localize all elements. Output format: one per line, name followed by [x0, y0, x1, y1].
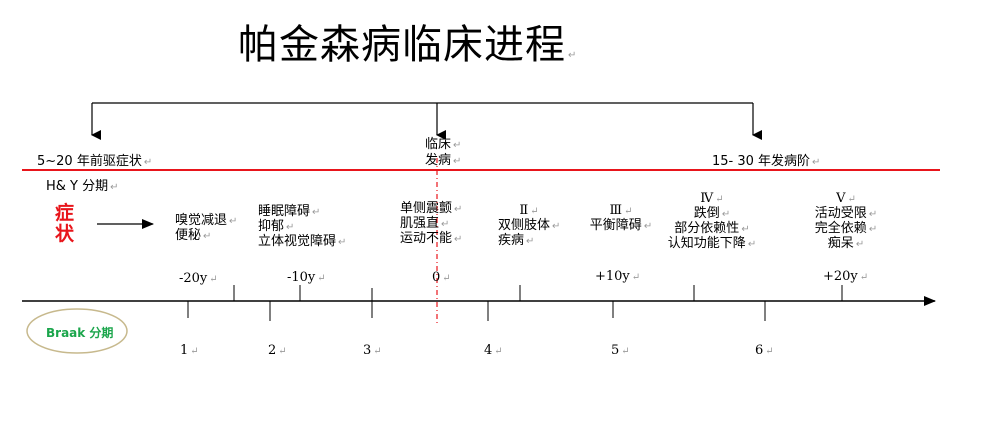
braak-stage-number: 4↵ [484, 343, 503, 358]
symptom-group-prodromal-early: 嗅觉减退↵ 便秘↵ [175, 213, 238, 243]
time-tick-label: -20y↵ [179, 271, 218, 286]
symptom-group-stage-1: 单侧震颤↵ 肌强直↵ 运动不能↵ [400, 201, 463, 246]
symptom-group-stage-5: Ⅴ↵ 活动受限↵ 完全依赖↵ 痴呆↵ [814, 191, 878, 251]
braak-stage-number: 2↵ [268, 343, 287, 358]
symptom-group-stage-3: Ⅲ↵ 平衡障碍↵ [589, 203, 653, 233]
prodromal-phase-label: 5~20 年前驱症状↵ [37, 154, 153, 169]
symptom-group-stage-4: Ⅳ↵ 跌倒↵ 部分依赖性↵ 认知功能下降↵ [667, 191, 757, 251]
clinical-onset-label: 临床↵ 发病↵ [425, 137, 462, 168]
symptom-group-stage-2: Ⅱ↵ 双侧肢体↵ 疾病↵ [498, 203, 561, 248]
symptom-label: 症 状 [55, 202, 75, 245]
time-tick-label: -10y↵ [287, 270, 326, 285]
hy-stage-label: H& Y 分期↵ [46, 179, 119, 194]
time-tick-label: +20y↵ [823, 269, 869, 284]
braak-stage-number: 6↵ [755, 343, 774, 358]
braak-stage-number: 3↵ [363, 343, 382, 358]
time-tick-label: +10y↵ [595, 269, 641, 284]
braak-ellipse [26, 308, 128, 354]
disease-phase-label: 15- 30 年发病阶↵ [712, 154, 821, 169]
page-title: 帕金森病临床进程↵ [238, 22, 578, 68]
time-tick-label: 0↵ [432, 270, 451, 285]
braak-stage-label: Braak 分期 [46, 326, 114, 340]
braak-stage-number: 5↵ [611, 343, 630, 358]
braak-stage-number: 1↵ [180, 343, 199, 358]
symptom-group-prodromal-late: 睡眠障碍↵ 抑郁↵ 立体视觉障碍↵ [258, 204, 347, 249]
